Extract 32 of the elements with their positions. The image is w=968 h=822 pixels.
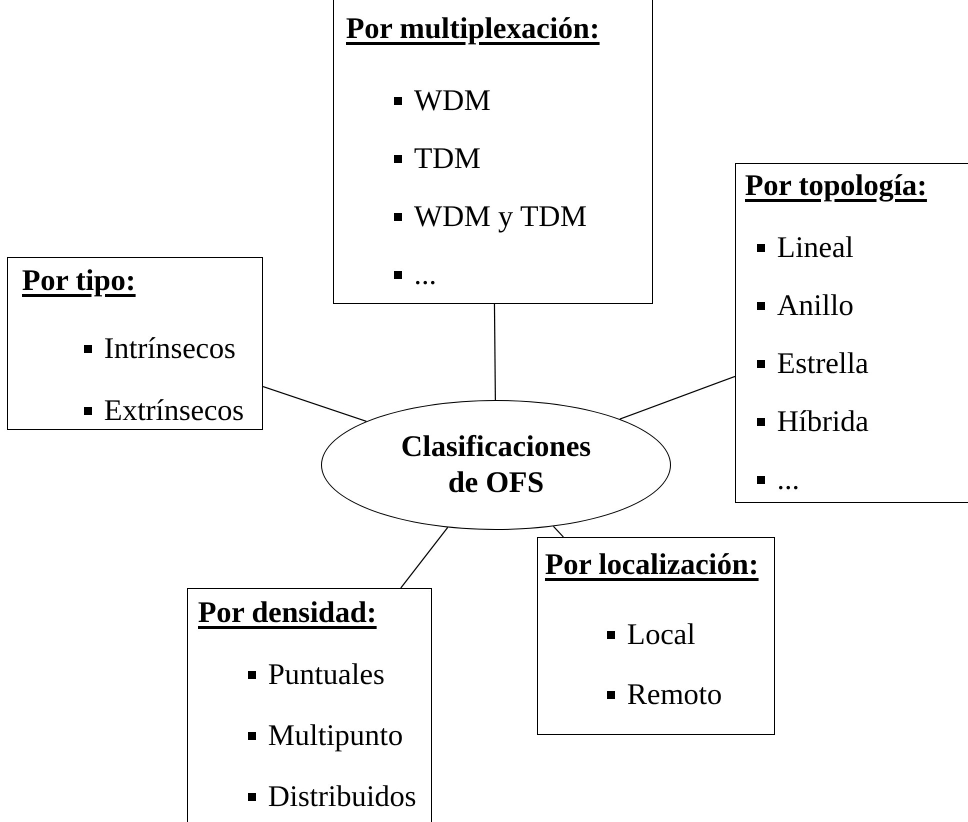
connector-line bbox=[262, 386, 367, 422]
category-heading: Por topología: bbox=[745, 169, 927, 203]
connector-line bbox=[400, 527, 448, 588]
list-item: WDM bbox=[414, 84, 491, 118]
category-heading: Por densidad: bbox=[198, 596, 377, 630]
category-box bbox=[735, 163, 968, 503]
category-box bbox=[537, 537, 775, 735]
list-item: TDM bbox=[414, 142, 481, 176]
list-item: Multipunto bbox=[268, 719, 404, 753]
list-item: Anillo bbox=[777, 289, 854, 323]
list-item: Lineal bbox=[777, 231, 854, 265]
list-item: Remoto bbox=[627, 678, 722, 712]
category-box bbox=[333, 0, 653, 304]
list-item: ... bbox=[777, 463, 800, 497]
list-item: Intrínsecos bbox=[104, 332, 236, 366]
category-box bbox=[7, 257, 263, 430]
list-item: Híbrida bbox=[777, 405, 869, 439]
list-item: ... bbox=[414, 258, 436, 292]
connector-line bbox=[553, 526, 564, 538]
center-label: Clasificaciones de OFS bbox=[400, 429, 592, 501]
list-item: WDM y TDM bbox=[414, 200, 587, 234]
category-heading: Por multiplexación: bbox=[346, 12, 600, 46]
category-box bbox=[187, 588, 432, 822]
list-item: Extrínsecos bbox=[104, 394, 244, 428]
category-heading: Por localización: bbox=[545, 548, 759, 582]
list-item: Puntuales bbox=[268, 658, 385, 692]
list-item: Estrella bbox=[777, 347, 869, 381]
connector-line bbox=[494, 304, 496, 400]
category-heading: Por tipo: bbox=[22, 264, 136, 298]
list-item: Distribuidos bbox=[268, 780, 416, 814]
connector-line bbox=[620, 376, 736, 420]
list-item: Local bbox=[627, 618, 696, 652]
